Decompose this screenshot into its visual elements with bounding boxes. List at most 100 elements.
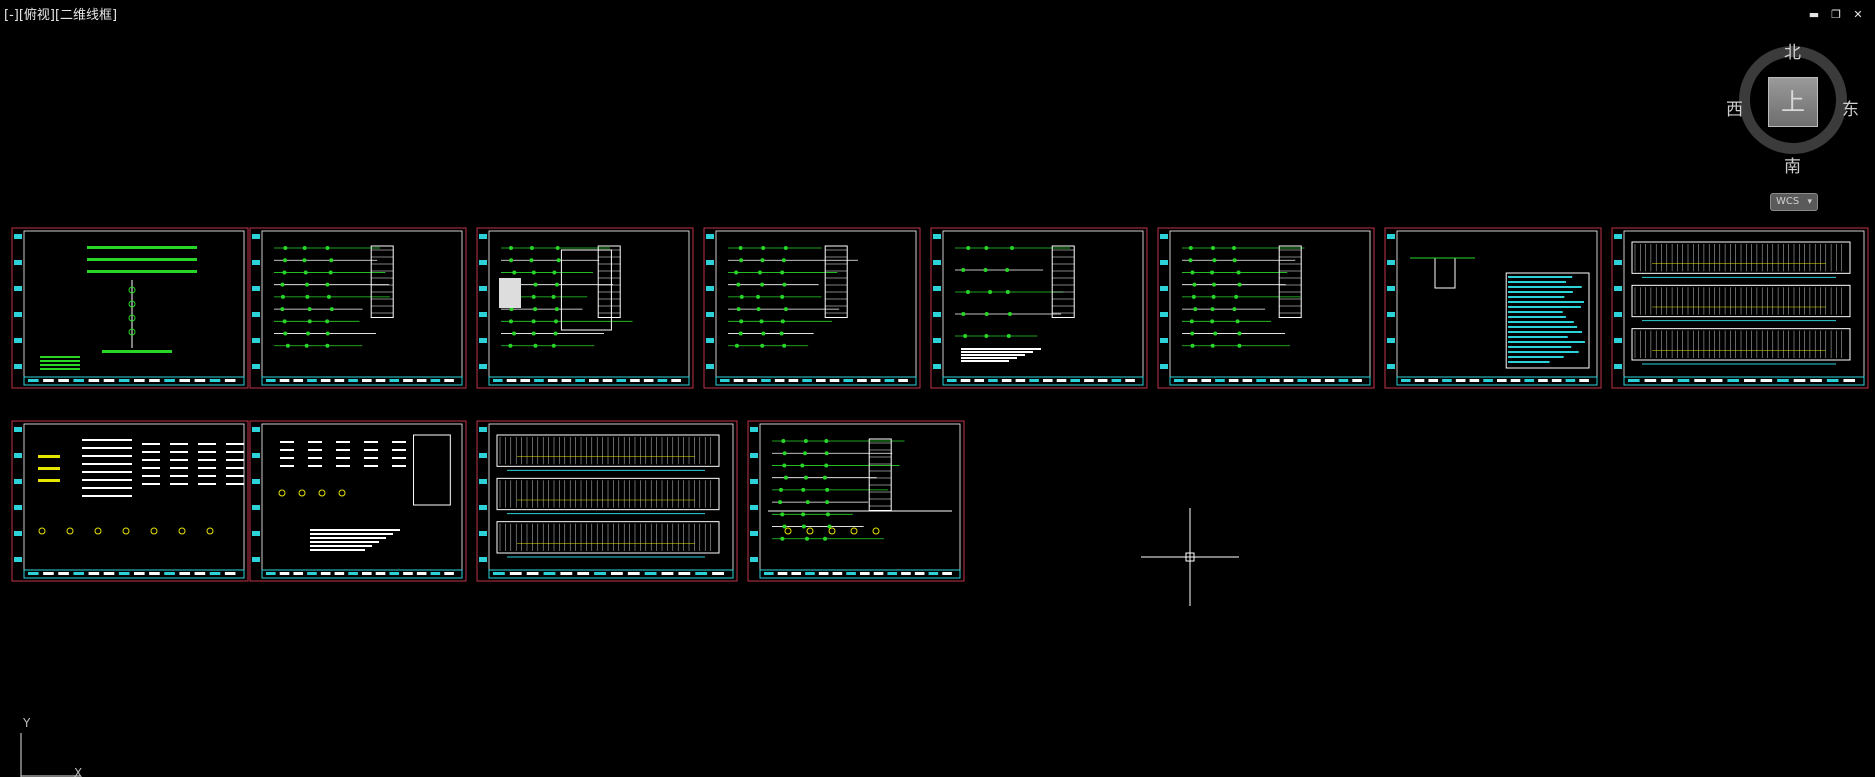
table-row [1508,281,1566,283]
terminal-strip [496,434,720,467]
table-row [1508,356,1564,358]
restore-icon[interactable]: ❐ [1831,8,1841,21]
contact-symbol [1005,268,1010,272]
viewcube[interactable]: 上 北 南 东 西 [1725,40,1865,177]
contact-symbol [1237,331,1242,336]
contact-symbol [1006,334,1011,338]
title-block-cell [266,572,276,575]
title-block-cell [870,379,881,382]
contact-symbol [325,331,330,336]
sheet-side-tag [1160,234,1168,239]
note-cell [364,457,378,459]
compass-south-label[interactable]: 南 [1784,157,1801,177]
contact-symbol [1236,270,1241,275]
title-block-cell [179,572,191,575]
contact-symbol [782,282,787,287]
contact-symbol [509,307,514,312]
sheet-inner-border [1396,230,1598,378]
contact-symbol [283,258,288,263]
relay-symbol [278,489,286,497]
title-block-cell [534,379,544,382]
contact-symbol [782,463,787,468]
viewcube-compass-ring[interactable] [1739,46,1847,154]
title-block-cell [829,379,840,382]
title-block-cell [1056,379,1067,382]
title-block-cell [1297,379,1308,382]
compass-north-label[interactable]: 北 [1784,43,1801,63]
title-block-cell [103,572,115,575]
title-block-cell [403,379,413,382]
ucs-y-label: Y [23,716,31,730]
sheet-frame [703,227,921,389]
legend-cell [142,467,160,469]
sheet-side-tag [1614,364,1622,369]
contact-symbol [329,258,334,263]
sheet-side-tag [750,453,758,458]
sheet-side-tag [1160,260,1168,265]
sheet-side-tag [14,479,22,484]
contact-symbol [780,319,785,324]
contact-symbol [553,331,558,336]
contact-symbol [1210,270,1215,275]
title-block-cell [430,572,441,575]
title-block-cell [589,379,599,382]
title-block-cell [1483,379,1493,382]
wcs-menu-button[interactable]: WCS ▾ [1770,193,1818,211]
title-block-cell [695,572,708,575]
crosshair-pickbox [1185,552,1195,562]
contact-symbol [533,343,538,348]
switch-symbol [128,328,136,336]
contact-symbol [961,268,966,272]
contact-symbol [280,307,285,312]
contact-symbol [983,268,988,272]
title-block-cell [307,379,317,382]
table-row [1508,311,1563,313]
contact-symbol [1232,246,1237,250]
title-block-cell [791,572,802,575]
note-cell [336,457,350,459]
compass-west-label[interactable]: 西 [1726,100,1743,120]
title-block-cell [1455,379,1466,382]
title-block-cell [134,572,145,575]
title-block-cell [1324,379,1335,382]
viewcube-top-face[interactable]: 上 [1768,77,1818,127]
sheet-side-tag [933,364,941,369]
title-block-cell [416,379,427,382]
legend-cell [170,483,188,485]
terminal-block [597,245,621,318]
sheet-side-tag [479,286,487,291]
title-block-cell [279,379,290,382]
legend-cell [226,459,244,461]
contact-symbol [965,290,970,294]
sheet-side-tag [1614,312,1622,317]
contact-symbol [280,282,285,287]
title-block-cell [761,379,771,382]
contact-symbol [825,512,830,517]
viewport-control-label[interactable]: [-][俯视][二维线框] [4,8,118,23]
title-block-cell [389,572,400,575]
contact-symbol [283,246,288,250]
title-block-cell [901,572,911,575]
legend-symbol [38,527,46,535]
title-block-cell [805,572,815,575]
title-block-cell [630,379,640,382]
title-block-cell [884,379,895,382]
contact-symbol [1210,246,1215,250]
device-block [1434,257,1456,289]
close-icon[interactable]: ✕ [1853,8,1863,21]
contact-symbol [283,331,288,336]
minimize-icon[interactable]: ▬ [1808,8,1820,21]
compass-east-label[interactable]: 东 [1842,100,1859,120]
title-block-cell [846,572,856,575]
note-line [961,357,1017,359]
table-row [1508,336,1568,338]
table-row [1508,351,1579,353]
contact-symbol [1193,307,1198,312]
contact-symbol [1190,270,1195,275]
contact-symbol [778,500,783,505]
title-block-cell [1015,379,1026,382]
title-block-cell [320,572,331,575]
contact-symbol [305,294,310,299]
title-block-cell [334,572,345,575]
